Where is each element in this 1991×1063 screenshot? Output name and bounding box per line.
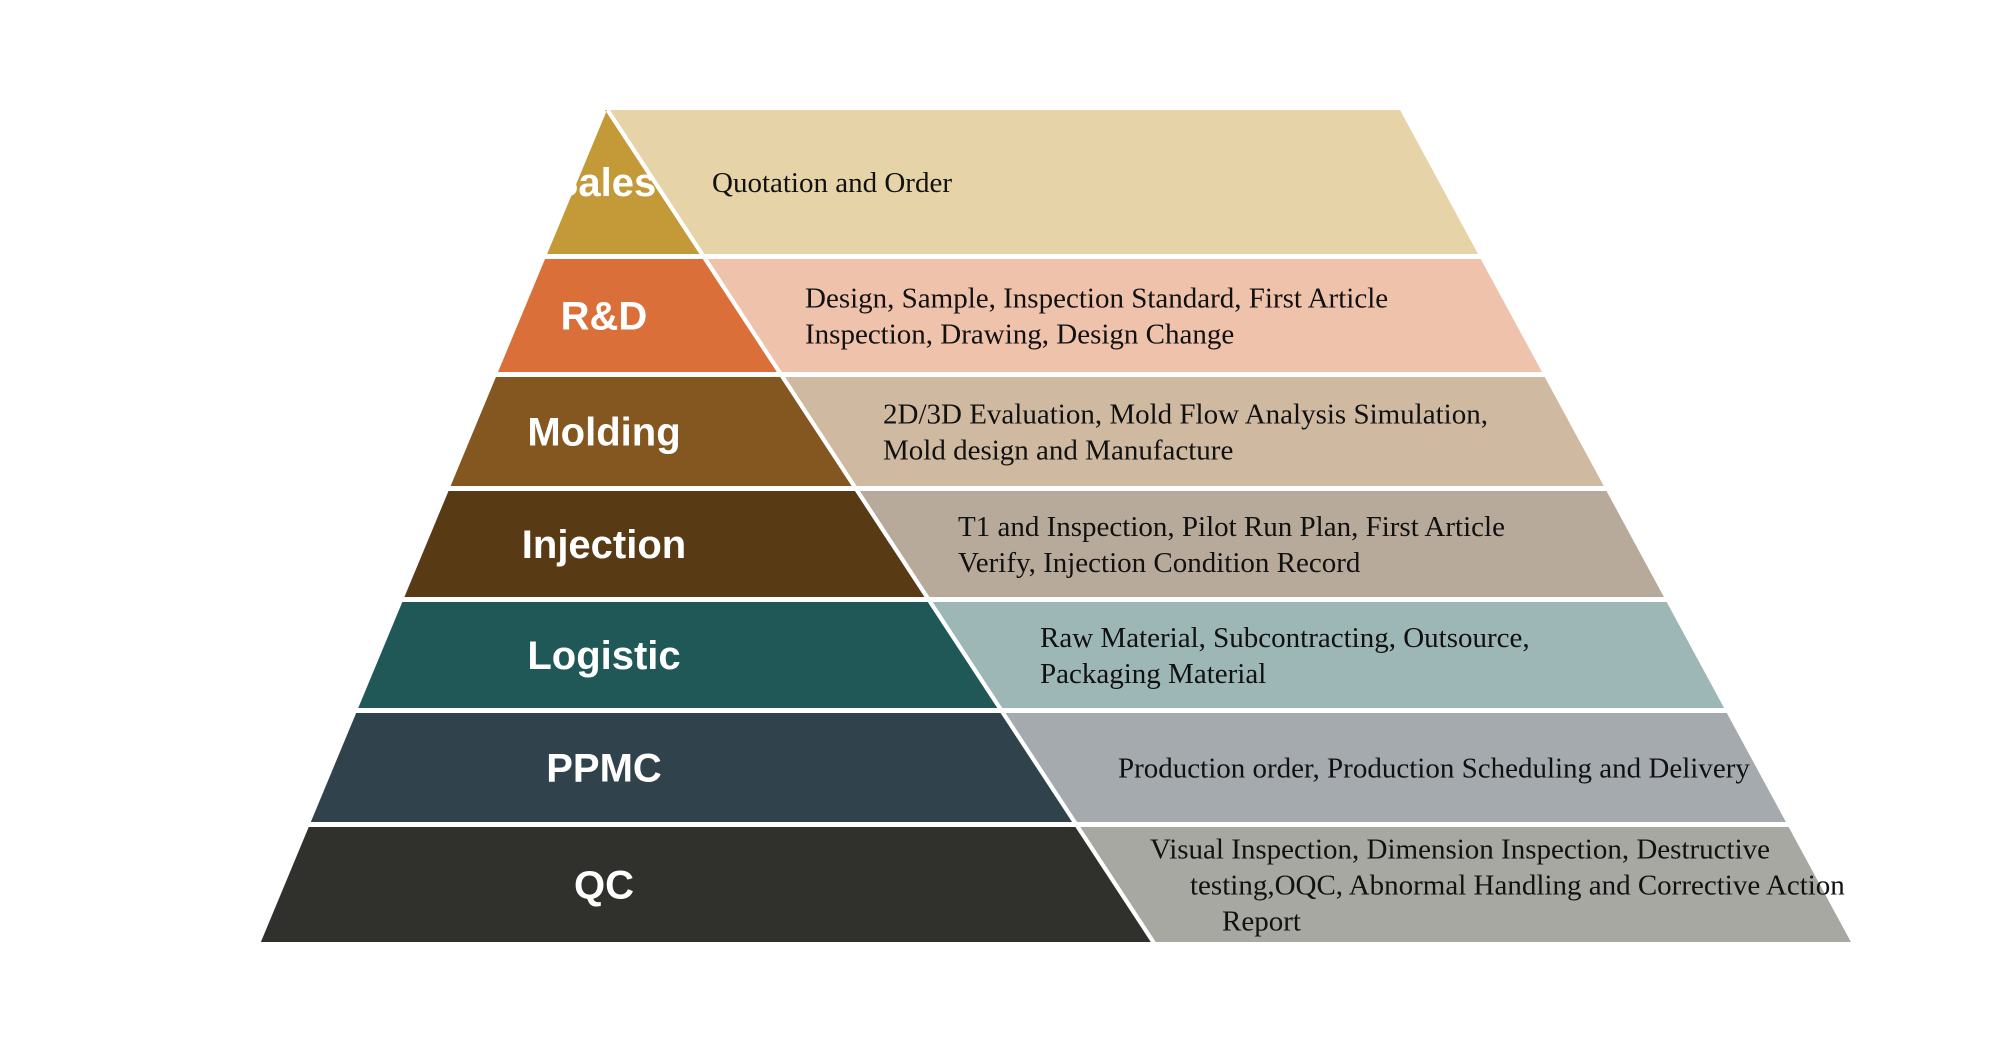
level-description-line: Verify, Injection Condition Record bbox=[958, 547, 1361, 579]
pyramid-level-r-d: R&D Design, Sample, Inspection Standard, … bbox=[498, 259, 1543, 372]
level-description-line: Production order, Production Scheduling … bbox=[1118, 753, 1750, 785]
level-label: Molding bbox=[527, 411, 680, 455]
level-description-line: Packaging Material bbox=[1040, 658, 1266, 690]
level-description-line: Design, Sample, Inspection Standard, Fir… bbox=[805, 283, 1388, 315]
level-label-shape bbox=[260, 827, 1151, 942]
level-description-line: Report bbox=[1222, 906, 1301, 938]
pyramid-level-molding: Molding 2D/3D Evaluation, Mold Flow Analy… bbox=[450, 377, 1604, 486]
pyramid-level-ppmc: PPMC Production order, Production Schedul… bbox=[310, 713, 1786, 822]
level-label-shape bbox=[450, 377, 852, 486]
level-description-shape bbox=[932, 602, 1725, 708]
pyramid-level-qc: QC Visual Inspection, Dimension Inspectio… bbox=[260, 827, 1851, 942]
level-description-line: Quotation and Order bbox=[712, 167, 952, 199]
level-description-line: T1 and Inspection, Pilot Run Plan, First… bbox=[958, 511, 1505, 543]
level-description-shape bbox=[1005, 713, 1786, 822]
level-label: Injection bbox=[522, 523, 686, 567]
level-label: R&D bbox=[561, 295, 648, 339]
level-description-shape bbox=[707, 259, 1543, 372]
level-description-shape bbox=[859, 491, 1664, 597]
pyramid-level-logistic: Logistic Raw Material, Subcontracting, Ou… bbox=[358, 602, 1725, 708]
pyramid-level-injection: Injection T1 and Inspection, Pilot Run Pl… bbox=[404, 491, 1664, 597]
pyramid-level-sales: Sales Quotation and Order bbox=[547, 110, 1479, 254]
level-label-shape bbox=[358, 602, 998, 708]
level-label: PPMC bbox=[546, 747, 662, 791]
level-description-line: Inspection, Drawing, Design Change bbox=[805, 319, 1234, 351]
level-description-line: Visual Inspection, Dimension Inspection,… bbox=[1150, 834, 1770, 866]
level-description-shape bbox=[1080, 827, 1851, 942]
level-description-line: testing,OQC, Abnormal Handling and Corre… bbox=[1190, 870, 1845, 902]
level-label: Sales bbox=[552, 161, 657, 205]
level-description-line: Raw Material, Subcontracting, Outsource, bbox=[1040, 622, 1530, 654]
level-label-shape bbox=[404, 491, 925, 597]
level-description-shape bbox=[785, 377, 1604, 486]
level-label: QC bbox=[574, 864, 634, 908]
level-description-line: Mold design and Manufacture bbox=[883, 435, 1233, 467]
level-label-shape bbox=[310, 713, 1073, 822]
level-description-shape bbox=[610, 110, 1479, 254]
level-description-line: 2D/3D Evaluation, Mold Flow Analysis Sim… bbox=[883, 399, 1488, 431]
level-label-shape bbox=[498, 259, 777, 372]
level-label-shape bbox=[547, 110, 700, 254]
level-label: Logistic bbox=[527, 634, 680, 678]
